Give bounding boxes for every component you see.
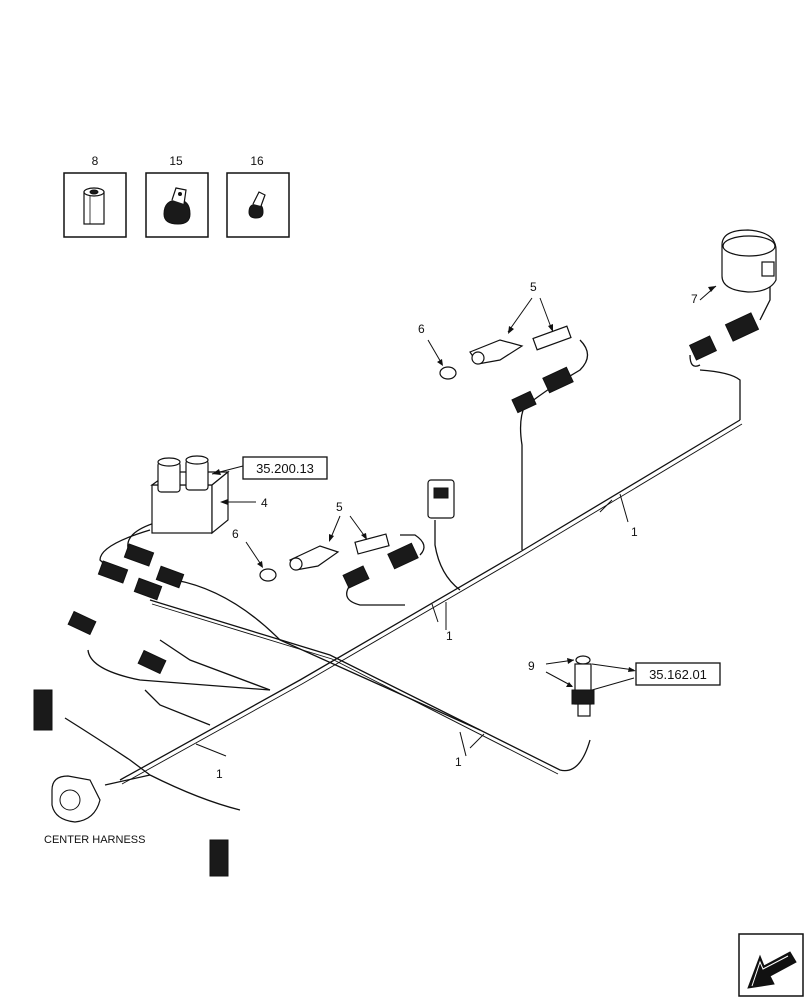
hex-standoff-icon [83, 187, 105, 225]
callout-1-left: 1 [216, 767, 223, 781]
sensor-group-lower [259, 479, 455, 589]
callout-1-upper: 1 [631, 525, 638, 539]
item-number-16: 16 [250, 154, 264, 168]
callout-6-upper: 6 [418, 322, 425, 336]
reference-35-200-13[interactable]: 35.200.13 [242, 456, 328, 480]
cable-tie-mount-icon [248, 191, 266, 219]
callout-1-lower: 1 [455, 755, 462, 769]
reference-label: 35.200.13 [256, 461, 314, 476]
hardware-item-15: 15 [145, 154, 209, 238]
solenoid-block-4 [97, 455, 230, 601]
sensor-9 [571, 655, 595, 717]
reference-35-162-01[interactable]: 35.162.01 [635, 662, 721, 686]
device-7 [688, 229, 777, 361]
center-harness-caption: CENTER HARNESS [44, 834, 145, 846]
next-page-arrow-icon[interactable] [738, 933, 804, 997]
harness-clip-icon [163, 187, 191, 225]
callout-leaders [195, 285, 717, 757]
reference-label: 35.162.01 [649, 667, 707, 682]
callout-5-upper: 5 [530, 280, 537, 294]
callout-4: 4 [261, 496, 268, 510]
item-number-15: 15 [169, 154, 183, 168]
harness-trunks [64, 285, 771, 811]
callout-6-lower: 6 [232, 527, 239, 541]
sensor-group-upper [439, 325, 574, 414]
item-number-8: 8 [92, 154, 99, 168]
callout-7: 7 [691, 292, 698, 306]
callout-9: 9 [528, 659, 535, 673]
callout-5-lower: 5 [336, 500, 343, 514]
callout-1-middle: 1 [446, 629, 453, 643]
left-connectors [33, 610, 229, 877]
hardware-item-16: 16 [226, 154, 290, 238]
hardware-item-8: 8 [63, 154, 127, 238]
